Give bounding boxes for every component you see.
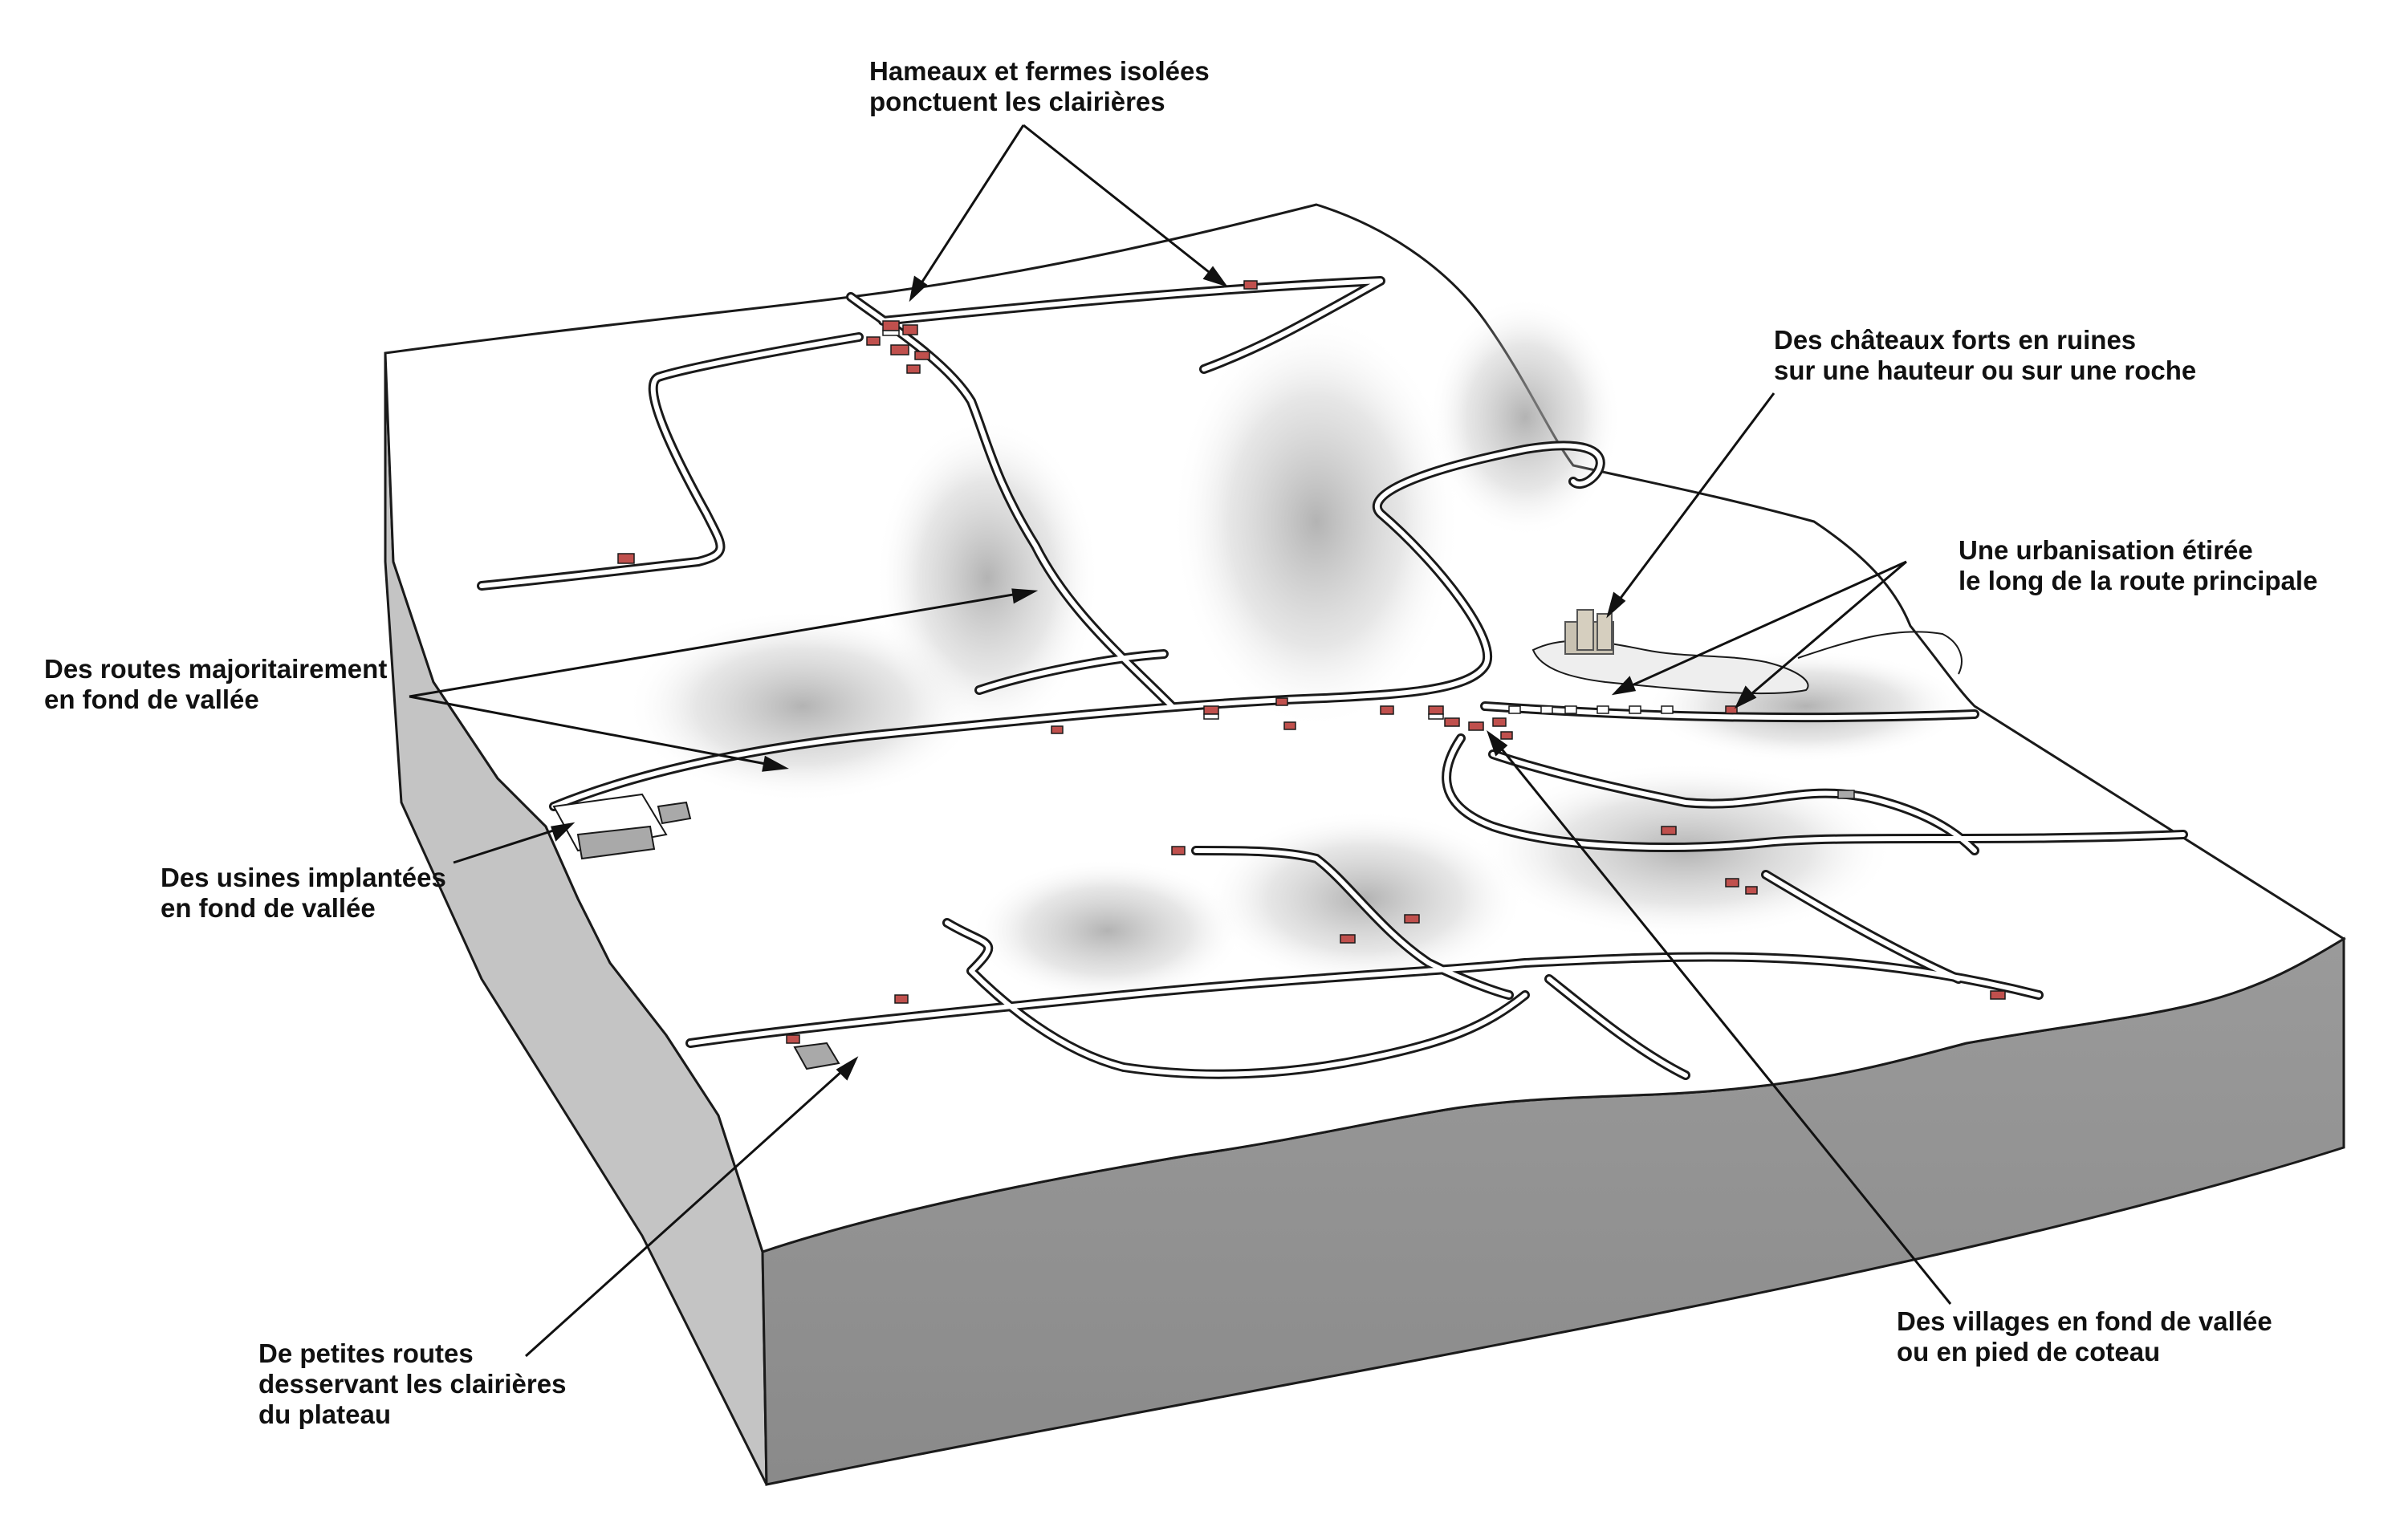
annotation-small-roads-line-2: desservant les clairières bbox=[258, 1369, 567, 1399]
annotation-hamlets-line-2: ponctuent les clairières bbox=[869, 87, 1165, 116]
annotation-villages-line-2: ou en pied de coteau bbox=[1897, 1337, 2161, 1367]
annotation-small-roads-line-1: De petites routes bbox=[258, 1338, 474, 1368]
annotation-factories-line-2: en fond de vallée bbox=[161, 893, 376, 923]
annotation-factories-line-1: Des usines implantées bbox=[161, 863, 446, 892]
annotation-urbanisation-line-2: le long de la route principale bbox=[1959, 566, 2318, 595]
houses bbox=[617, 280, 2006, 1044]
annotation-hamlets: Hameaux et fermes isolées ponctuent les … bbox=[869, 56, 1210, 117]
annotation-urbanisation: Une urbanisation étirée le long de la ro… bbox=[1959, 535, 2317, 596]
factory-icon bbox=[552, 793, 692, 860]
annotation-valley-roads-line-1: Des routes majoritairement bbox=[44, 654, 388, 684]
annotation-castles-line-2: sur une hauteur ou sur une roche bbox=[1774, 355, 2197, 385]
annotation-valley-roads: Des routes majoritairement en fond de va… bbox=[44, 654, 387, 715]
annotation-castles: Des châteaux forts en ruines sur une hau… bbox=[1774, 325, 2196, 386]
terrain-surface bbox=[384, 203, 2346, 1253]
annotation-hamlets-line-1: Hameaux et fermes isolées bbox=[869, 56, 1210, 86]
annotation-factories: Des usines implantées en fond de vallée bbox=[161, 863, 446, 924]
annotation-villages-line-1: Des villages en fond de vallée bbox=[1897, 1306, 2272, 1336]
castle-icon bbox=[1564, 609, 1614, 655]
annotation-valley-roads-line-2: en fond de vallée bbox=[44, 684, 259, 714]
roads bbox=[477, 276, 2188, 1080]
annotation-castles-line-1: Des châteaux forts en ruines bbox=[1774, 325, 2137, 355]
annotation-urbanisation-line-1: Une urbanisation étirée bbox=[1959, 535, 2253, 565]
annotation-small-roads: De petites routes desservant les clairiè… bbox=[258, 1338, 566, 1430]
annotation-arrows bbox=[409, 124, 1952, 1358]
small-factory-icon bbox=[793, 1042, 840, 1070]
annotation-small-roads-line-3: du plateau bbox=[258, 1399, 392, 1429]
annotation-villages: Des villages en fond de vallée ou en pie… bbox=[1897, 1306, 2272, 1367]
